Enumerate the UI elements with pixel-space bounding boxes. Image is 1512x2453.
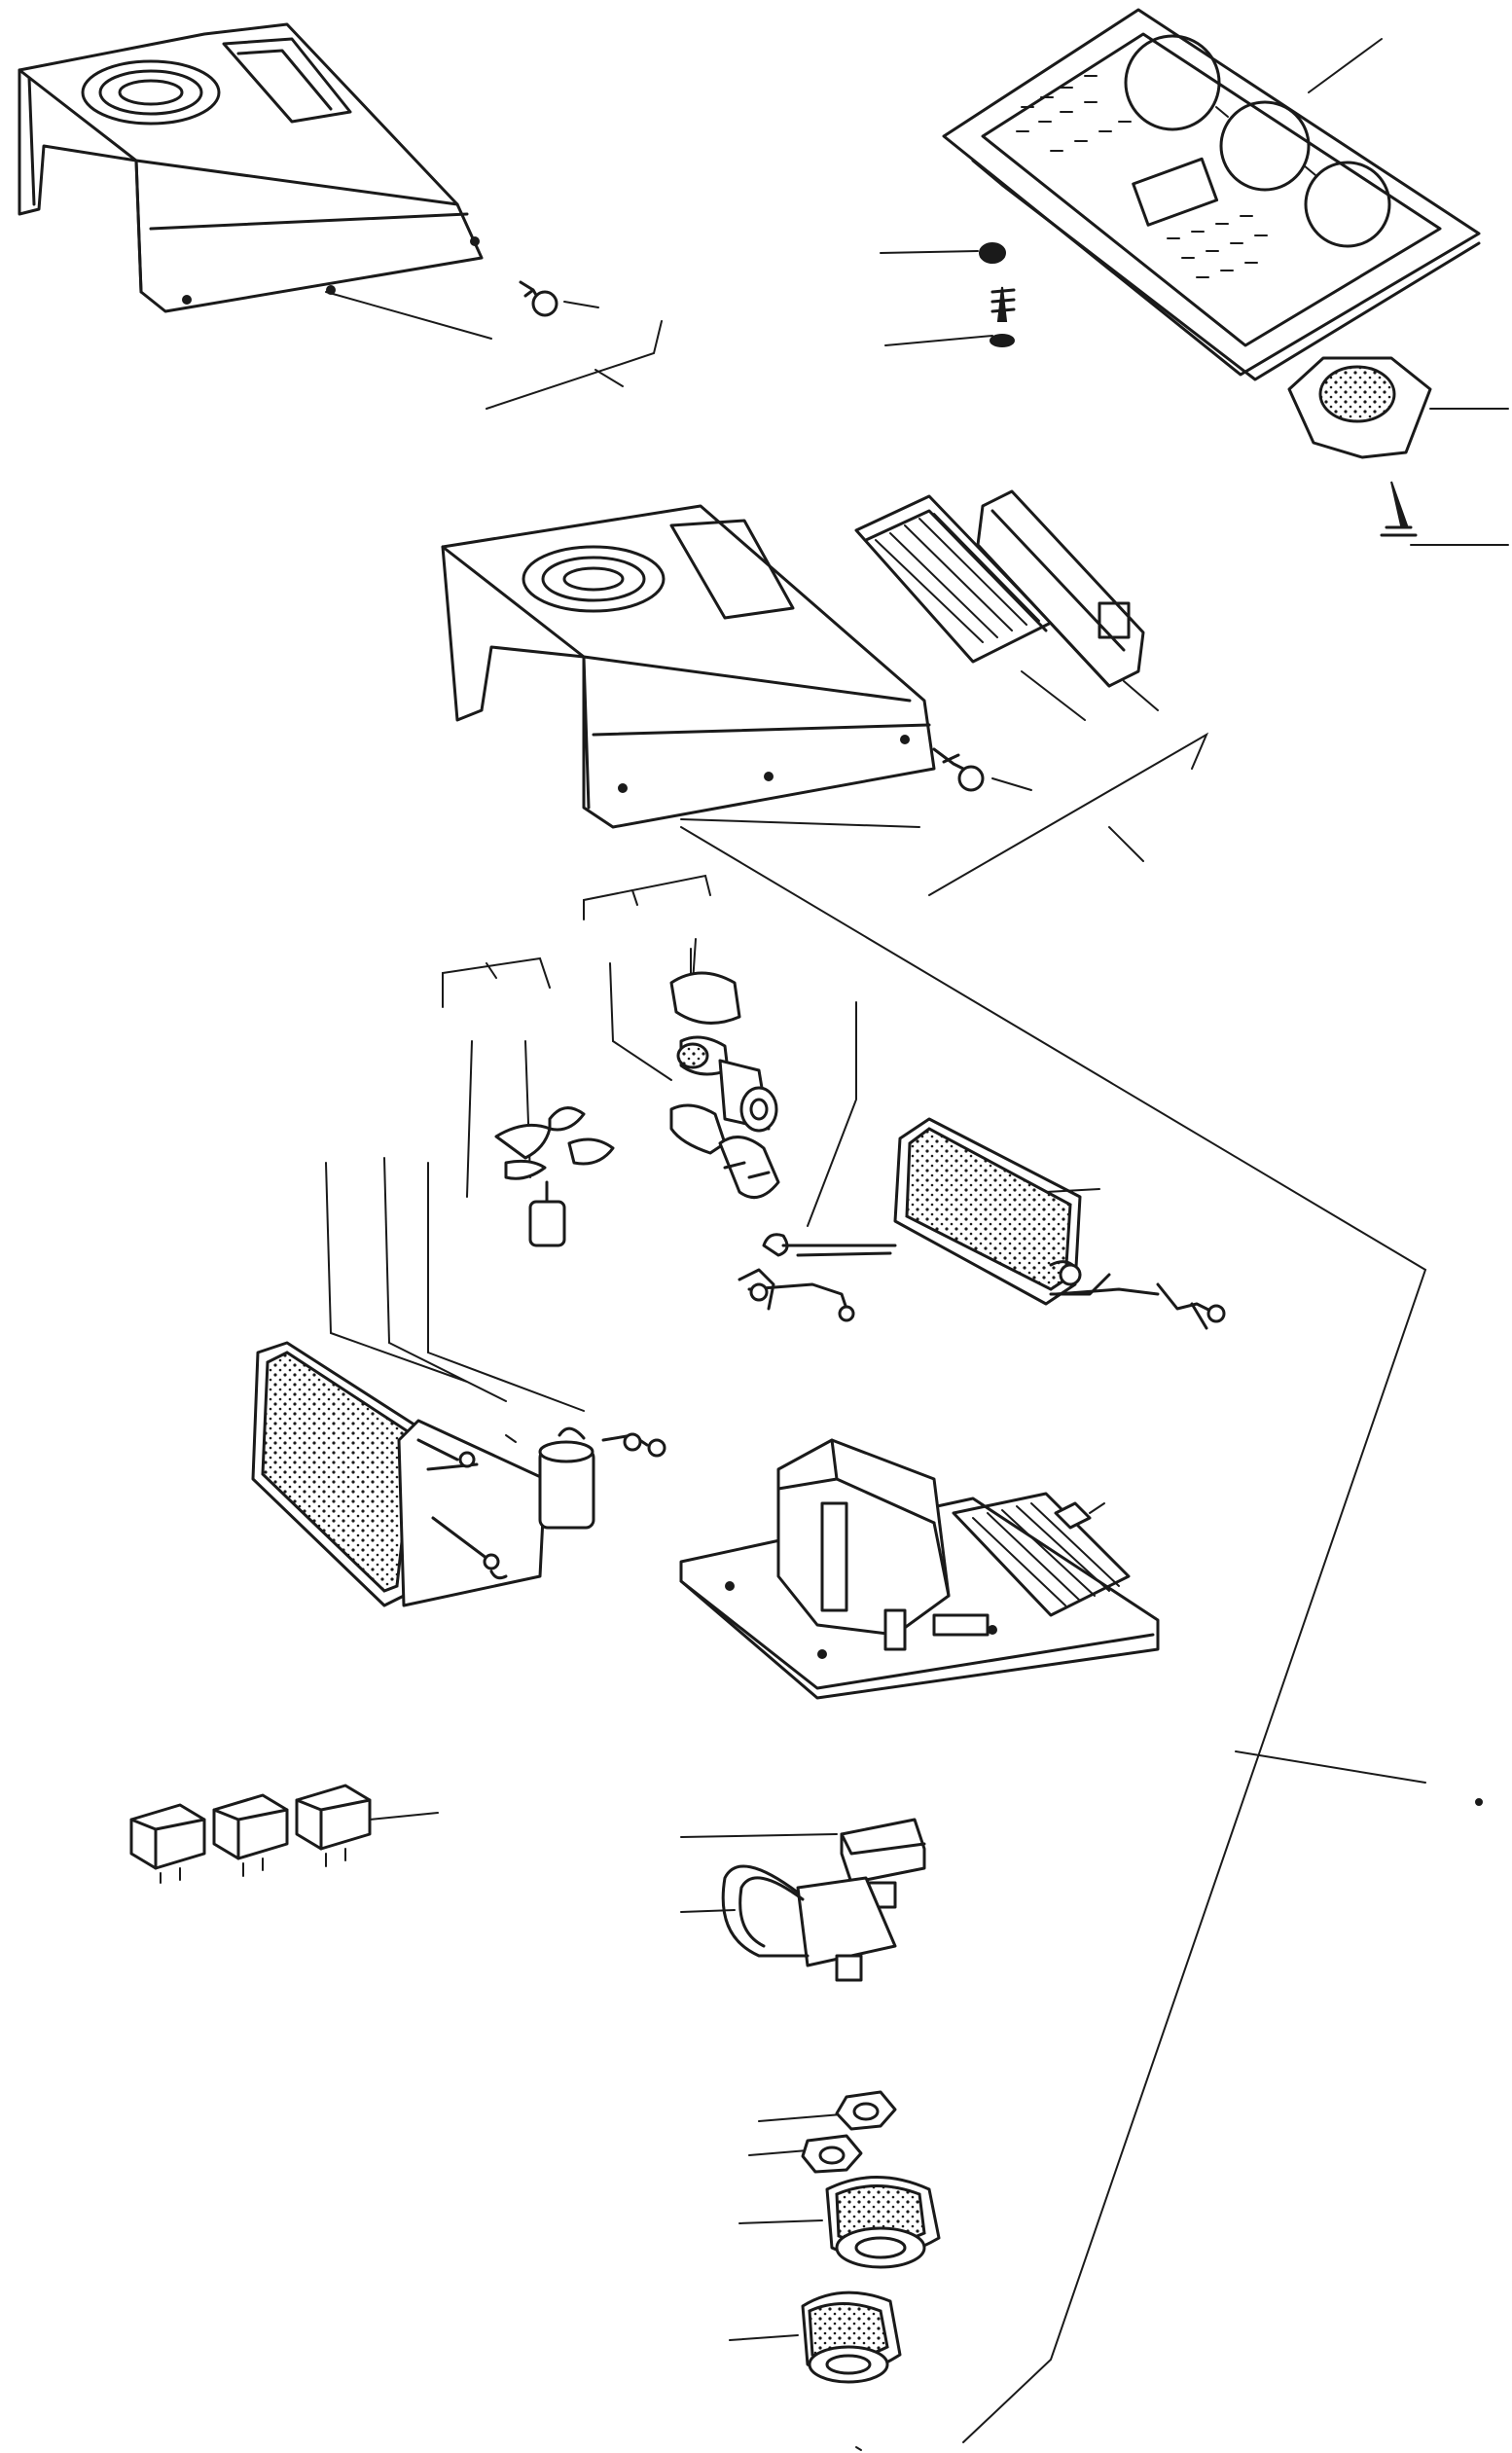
- base-tray: [679, 1438, 1160, 1700]
- relay-set: [129, 1784, 439, 1884]
- speaker-grille: [1287, 356, 1509, 546]
- receiver-drier: [538, 1426, 666, 1530]
- control-panel: [942, 8, 1481, 381]
- grille-assembly: [854, 489, 1159, 721]
- dot-marker: [1475, 1798, 1483, 1806]
- leader-lines-middle: [680, 732, 1209, 896]
- condenser-core: [251, 1157, 585, 1607]
- main-leader-line: [680, 826, 1427, 2443]
- knob-nut-and-screw: [880, 242, 1016, 347]
- knob-caps: [729, 2090, 941, 2451]
- valve-pipes: [738, 1001, 897, 1322]
- screw-middle: [932, 747, 1032, 792]
- leader-lines-top-left: [325, 291, 663, 410]
- evaporator-core: [893, 1117, 1226, 1330]
- thermostat-switch: [680, 1818, 926, 1982]
- screw-top-left: [519, 280, 599, 317]
- small-clip: [1054, 1501, 1105, 1530]
- motor-parts: [583, 874, 780, 1200]
- upper-cover-middle: [441, 504, 936, 829]
- upper-cover-left: [18, 22, 484, 313]
- fan-assembly: [442, 956, 615, 1247]
